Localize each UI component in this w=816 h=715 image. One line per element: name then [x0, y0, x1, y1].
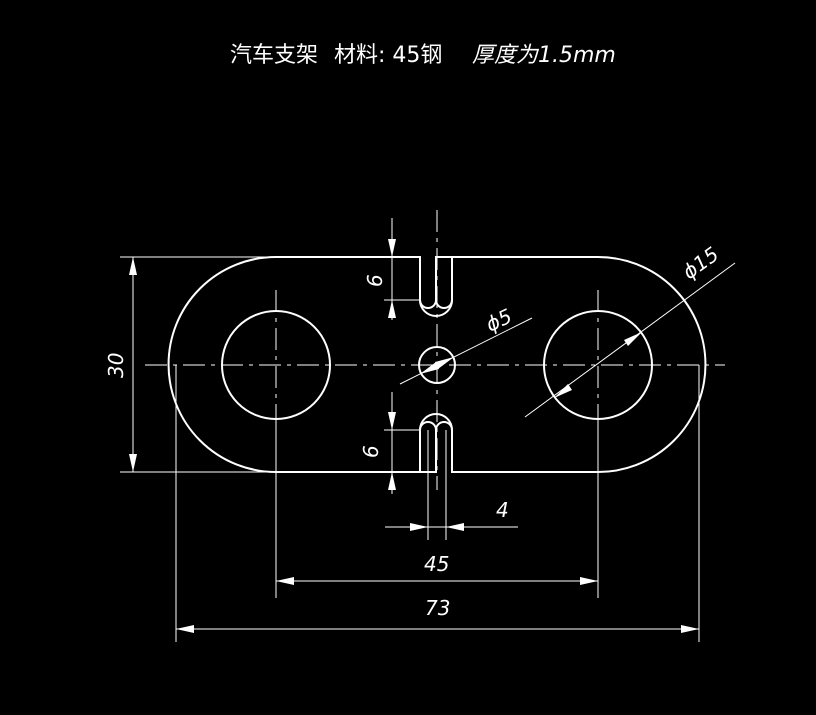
- dim-center-distance: 45: [275, 419, 599, 598]
- dim-large-hole-text: ϕ15: [678, 242, 723, 284]
- dim-slot-top: 6: [363, 218, 420, 320]
- right-large-hole: [543, 310, 653, 420]
- dim-slot-width-text: 4: [496, 498, 509, 522]
- center-lines: [145, 210, 725, 490]
- dim-slot-width: 4: [385, 430, 518, 540]
- dim-slot-bottom-text: 6: [359, 445, 383, 458]
- thickness-label: 厚度为1.5mm: [472, 43, 616, 68]
- dim-slot-bottom: 6: [359, 392, 420, 494]
- title-block: 汽车支架 材料: 45钢 厚度为1.5mm: [230, 43, 616, 68]
- dim-height: 30: [104, 256, 276, 473]
- top-slot-end: [419, 299, 453, 317]
- dim-height-text: 30: [104, 353, 128, 378]
- bottom-slot-end: [419, 413, 453, 431]
- dim-small-hole-text: ϕ5: [482, 304, 516, 337]
- part-name: 汽车支架: [230, 43, 318, 68]
- dim-overall-length-text: 73: [425, 596, 450, 620]
- dim-slot-top-text: 6: [363, 274, 387, 287]
- material-label: 材料: 45钢: [334, 43, 442, 68]
- dim-center-distance-text: 45: [424, 552, 449, 576]
- dim-overall-length: 73: [175, 365, 700, 642]
